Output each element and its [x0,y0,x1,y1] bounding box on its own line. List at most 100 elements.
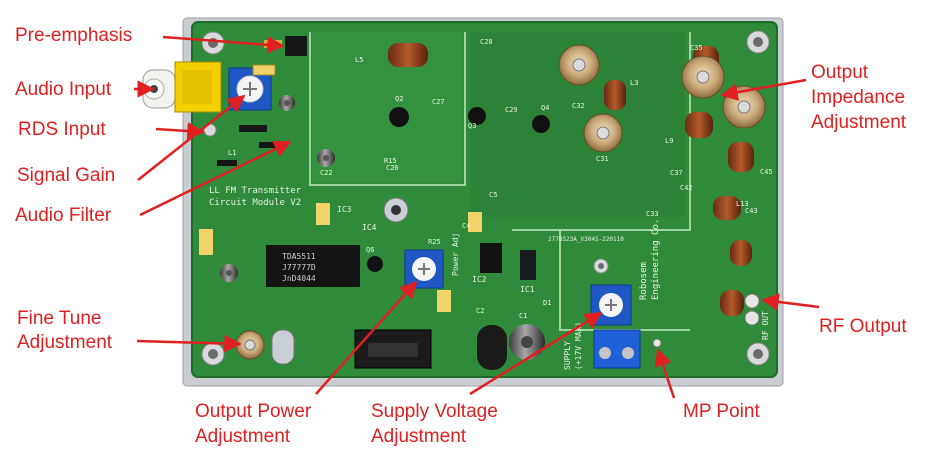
silk-power-adj: Power Adj [451,233,460,276]
silk-part-label: L1 [228,149,236,157]
coil [730,240,752,266]
output-power-pot [404,249,444,289]
ceramic-cap [316,203,330,225]
electrolytic-c1 [509,324,545,360]
ceramic-cap [468,212,482,232]
silk-ic-label: IC1 [520,285,535,294]
silk-ic-label: IC3 [337,205,352,214]
mounting-hole [746,30,770,54]
silk-part-label: C5 [489,191,497,199]
copper-pour [312,32,462,182]
label-output-impedance-1: Output [811,62,869,83]
ic-tda5511: TDA5511 J77777D JnD4044 [266,245,360,287]
electrolytic-c2 [477,325,507,370]
trace [309,32,466,186]
label-output-power-1: Output Power [195,401,312,422]
silk-part-label: L9 [665,137,673,145]
box-header-slot [368,343,418,357]
chip-text: TDA5511 [282,252,316,261]
silk-part-label: C37 [670,169,683,177]
arrow-output-power [315,280,418,395]
arrow-signal-gain [137,94,246,181]
trace [512,32,691,231]
silk-part-label: Q2 [395,95,403,103]
silk-title-2: Circuit Module V2 [209,198,301,208]
chip-text: J77777D [282,263,316,272]
arrow-pre-emphasis [162,35,285,54]
coil [720,290,744,316]
coil [728,142,754,172]
ceramic-cap [199,229,213,255]
silk-ic-label: IC4 [362,223,377,232]
trace [559,230,690,331]
supply-terminal [593,329,641,369]
arrow-rf-output [761,293,820,311]
silk-part-label: Q3 [468,122,476,130]
silk-title-1: LL FM Transmitter [209,186,302,196]
silk-part-label: C43 [745,207,758,215]
silk-part-labels: C22C26C27C28C29C31C32C33C35C37C42C43C45L… [228,38,773,320]
silk-barcode: 2778523A_V3045-220110 [548,236,624,243]
silk-part-label: R25 [428,238,441,246]
electrolytic-cap [220,264,238,282]
arrow-audio-filter [139,140,292,217]
rf-output-pads [744,293,760,326]
crystal [271,329,295,365]
silk-part-label: C33 [646,210,659,218]
silk-supply-1: SUPPLY [563,341,572,370]
label-supply-voltage-2: Adjustment [371,426,467,447]
mounting-hole [201,342,225,366]
smd-part [239,125,267,132]
arrow-mp-point [654,348,676,399]
rca-jack [142,61,222,113]
silk-part-label: C22 [320,169,333,177]
mounting-hole [593,258,609,274]
label-supply-voltage-1: Supply Voltage [371,401,498,422]
electrolytic-cap [317,149,335,167]
mounting-hole [746,342,770,366]
silk-part-label: C29 [505,106,518,114]
annotation-arrows [134,35,820,399]
chip-text: JnD4044 [282,274,316,283]
silk-part-label: C27 [432,98,445,106]
silk-part-label: C35 [690,44,703,52]
label-mp-point: MP Point [683,401,760,422]
mp-point-pad [652,338,662,348]
label-fine-tune-2: Adjustment [17,332,113,353]
coil [604,80,626,110]
label-output-impedance-3: Adjustment [811,112,907,133]
silk-part-label: C1 [519,312,527,320]
trimmer-c35 [681,55,725,99]
silk-part-label: L3 [630,79,638,87]
silk-maker-2: Engineering Co. [651,219,661,300]
silk-part-label: Q4 [541,104,549,112]
label-rds-input: RDS Input [18,119,106,140]
fine-tune-trimmer [235,330,265,360]
label-audio-input: Audio Input [15,79,112,100]
transistor [532,115,550,133]
smd-part [217,160,237,166]
silk-part-label: C45 [760,168,773,176]
coil [685,112,713,138]
electrolytic-cap [279,95,295,111]
label-audio-filter: Audio Filter [15,205,112,226]
label-rf-output: RF Output [819,316,907,337]
label-output-power-2: Adjustment [195,426,291,447]
silk-supply-2: (+17V MAX) [574,322,583,370]
transistor [468,107,486,125]
silk-maker-1: Robosem [639,262,649,300]
silk-part-label: Q6 [366,246,374,254]
silk-part-label: C28 [480,38,493,46]
arrow-supply-voltage [469,311,603,396]
trimmer-c32 [558,44,600,86]
transistor [389,107,409,127]
ceramic-cap [437,290,451,312]
coil-l5 [388,43,428,67]
mounting-hole [201,31,225,55]
silk-part-label: L13 [736,200,749,208]
electrolytic-cap [383,197,409,223]
label-output-impedance-2: Impedance [811,87,906,108]
silk-part-label: C42 [680,184,693,192]
